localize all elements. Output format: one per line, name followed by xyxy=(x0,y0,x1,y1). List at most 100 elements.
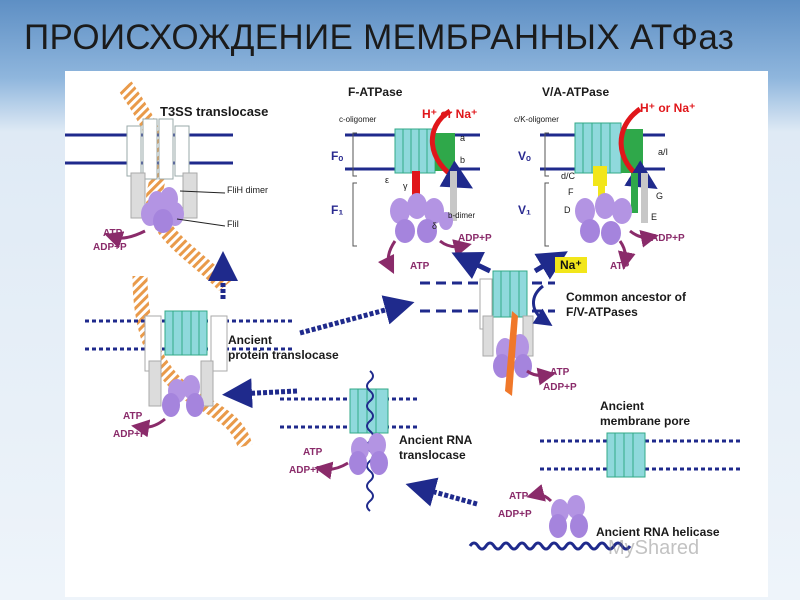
arrow-to-v-atpase xyxy=(533,251,568,280)
label-gamma: γ xyxy=(403,181,408,191)
atp-arrow xyxy=(629,229,659,248)
b-dimer-stalk xyxy=(450,171,457,221)
label-atp: ATP xyxy=(610,261,630,272)
label-flii: FliI xyxy=(227,219,239,229)
label-delta: δ xyxy=(432,221,438,231)
translocase-column xyxy=(142,118,158,180)
label-b-sub: b xyxy=(460,155,466,165)
arrow-to-protein-translocase xyxy=(222,378,298,409)
translocase-column xyxy=(126,125,142,177)
atp-arrow xyxy=(439,239,472,257)
watermark: MyShared xyxy=(608,537,700,559)
c-ring xyxy=(394,128,436,174)
c-ring xyxy=(164,310,208,356)
label-atp: ATP xyxy=(123,411,143,422)
label-ancient-pore: Ancient membrane pore xyxy=(600,399,691,428)
delta-subunit xyxy=(439,212,453,230)
subunit xyxy=(493,354,511,378)
arrow-to-f-atpase xyxy=(451,251,492,280)
a-subunit-v1 xyxy=(601,221,621,245)
beta-subunit xyxy=(407,193,427,219)
b-subunit-v1 xyxy=(580,219,600,243)
label-v1: V₁ xyxy=(518,203,531,217)
label-epsilon: ε xyxy=(385,175,390,185)
flih-stalk xyxy=(182,172,198,219)
g-stalk xyxy=(631,173,638,213)
atpase-evolution-diagram xyxy=(65,81,740,551)
label-na-box: Na⁺ xyxy=(555,257,587,273)
c-ring xyxy=(606,432,646,478)
label-vo: Vₒ xyxy=(518,149,531,163)
label-h-or-na-1: H⁺ or Na⁺ xyxy=(422,107,478,121)
ancient-rna-helicase xyxy=(468,484,632,551)
f-atpase xyxy=(345,108,480,275)
label-adp: ADP+P xyxy=(289,465,323,476)
va-atpase xyxy=(540,106,665,270)
atp-arrow xyxy=(104,229,146,249)
label-fo: Fₒ xyxy=(331,149,344,163)
label-vatpase: V/A-ATPase xyxy=(542,85,610,99)
label-a-sub: a xyxy=(460,133,466,143)
label-g-sub: G xyxy=(656,191,664,201)
ck-ring xyxy=(574,122,622,174)
slide-title: ПРОИСХОЖДЕНИЕ МЕМБРАННЫХ АТФаз xyxy=(24,18,735,57)
label-h-or-na-2: H⁺ or Na⁺ xyxy=(640,101,696,115)
e-stalk xyxy=(641,173,648,223)
label-adp: ADP+P xyxy=(93,242,127,253)
translocase-column xyxy=(158,118,174,180)
label-adp: ADP+P xyxy=(458,233,492,244)
flih-stalk xyxy=(130,172,146,219)
label-adp: ADP+P xyxy=(651,233,685,244)
label-d-sub: D xyxy=(564,205,571,215)
common-ancestor xyxy=(420,270,556,396)
evolution-arrows xyxy=(208,251,568,507)
label-atp: ATP xyxy=(103,228,123,239)
atp-arrow xyxy=(617,240,636,270)
label-adp: ADP+P xyxy=(498,509,532,520)
d-subunit xyxy=(598,186,605,200)
translocase-column xyxy=(174,125,190,177)
a-subunit-v1 xyxy=(575,198,595,224)
label-dc-sub: d/C xyxy=(561,171,576,181)
t3ss-translocase xyxy=(65,81,233,292)
label-fatpase: F-ATPase xyxy=(348,85,403,99)
dc-subunit xyxy=(593,166,607,186)
label-atp: ATP xyxy=(410,261,430,272)
label-t3ss: T3SS translocase xyxy=(160,104,269,119)
ancient-protein-translocase xyxy=(85,275,293,449)
alpha-subunit xyxy=(424,198,444,224)
label-b-dimer: b-dimer xyxy=(448,211,476,220)
diagram-panel: T3SS translocase FliH dimer FliI ATP ADP… xyxy=(65,71,768,597)
label-f1: F₁ xyxy=(331,203,344,217)
label-e-sub: E xyxy=(651,212,658,222)
label-ai-sub: a/I xyxy=(658,147,669,157)
arrow-to-common-ancestor xyxy=(299,295,415,336)
label-f-sub: F xyxy=(568,187,574,197)
label-ancient-protein: Ancient protein translocase xyxy=(228,333,339,362)
label-c-oligomer: c-oligomer xyxy=(339,115,377,124)
label-adp: ADP+P xyxy=(543,382,577,393)
label-common-ancestor: Common ancestor of F/V-ATPases xyxy=(566,290,687,319)
beta-subunit xyxy=(395,219,415,243)
gamma-stalk xyxy=(412,171,420,206)
label-flih: FliH dimer xyxy=(227,185,269,195)
label-atp: ATP xyxy=(303,447,323,458)
a-subunit-v1 xyxy=(612,198,632,224)
atp-arrow xyxy=(377,240,397,275)
leader-line xyxy=(179,190,226,194)
label-atp: ATP xyxy=(550,367,570,378)
b-subunit-v1 xyxy=(595,193,615,219)
label-ck-oligomer: c/K-oligomer xyxy=(514,115,559,124)
alpha-subunit xyxy=(390,198,410,224)
subunit xyxy=(514,354,532,378)
flii-subunit xyxy=(153,209,173,233)
label-atp: ATP xyxy=(509,491,529,502)
leader-line xyxy=(176,218,226,227)
ancient-membrane-pore xyxy=(540,432,740,478)
ancient-rna-translocase xyxy=(280,370,420,512)
rna-helix xyxy=(468,541,632,551)
label-ancient-helicase: Ancient RNA helicase xyxy=(596,525,720,539)
label-adp: ADP+P xyxy=(113,429,147,440)
a-subunit xyxy=(435,133,455,171)
alpha-subunit xyxy=(417,219,437,243)
